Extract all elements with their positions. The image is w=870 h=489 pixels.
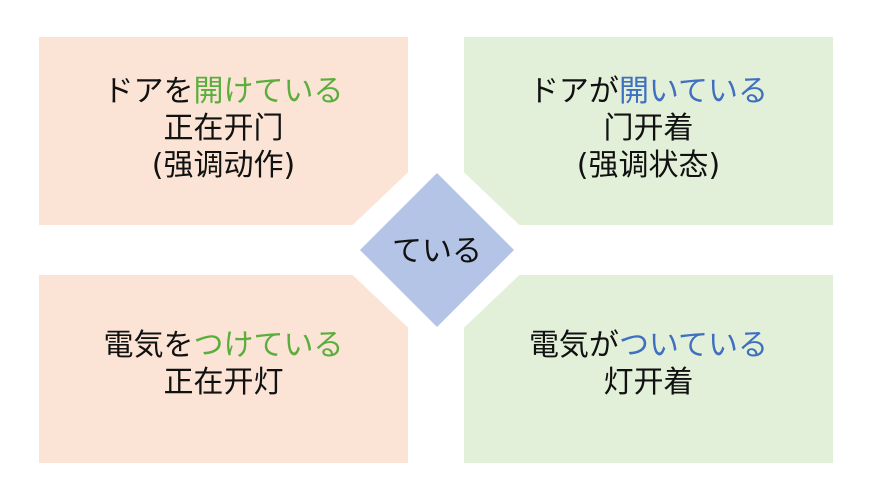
phrase-highlight: 開けている [193,73,344,109]
center-label: ている [392,234,482,269]
phrase-prefix: 電気を [103,328,194,363]
chinese-translation: 正在开门 [163,110,284,146]
phrase-highlight: ついている [618,328,769,363]
state-panel-door: ドアが開いている 门开着 (强调状态) [464,37,833,225]
panel-content: ドアを開けている 正在开门 (强调动作) [104,73,344,184]
phrase-prefix: ドアが [528,73,619,109]
panel-content: 電気がついている 灯开着 [529,327,768,401]
phrase-prefix: 電気が [528,328,619,363]
japanese-phrase: 電気をつけている [104,327,344,364]
phrase-prefix: ドアを [103,73,194,109]
japanese-phrase: 電気がついている [529,327,768,364]
phrase-highlight: 開いている [618,73,769,109]
phrase-highlight: つけている [193,328,344,363]
note: (强调状态) [576,147,721,183]
state-panel-light: 電気がついている 灯开着 [464,275,833,463]
japanese-phrase: ドアが開いている [529,73,768,110]
japanese-phrase: ドアを開けている [104,73,344,110]
panel-content: 電気をつけている 正在开灯 [104,327,344,401]
action-panel-light: 電気をつけている 正在开灯 [39,275,408,463]
chinese-translation: 正在开灯 [163,365,284,400]
panel-content: ドアが開いている 门开着 (强调状态) [529,73,768,184]
chinese-translation: 门开着 [603,110,694,146]
note: (强调动作) [151,147,296,183]
chinese-translation: 灯开着 [603,365,694,400]
action-panel-door: ドアを開けている 正在开门 (强调动作) [39,37,408,225]
